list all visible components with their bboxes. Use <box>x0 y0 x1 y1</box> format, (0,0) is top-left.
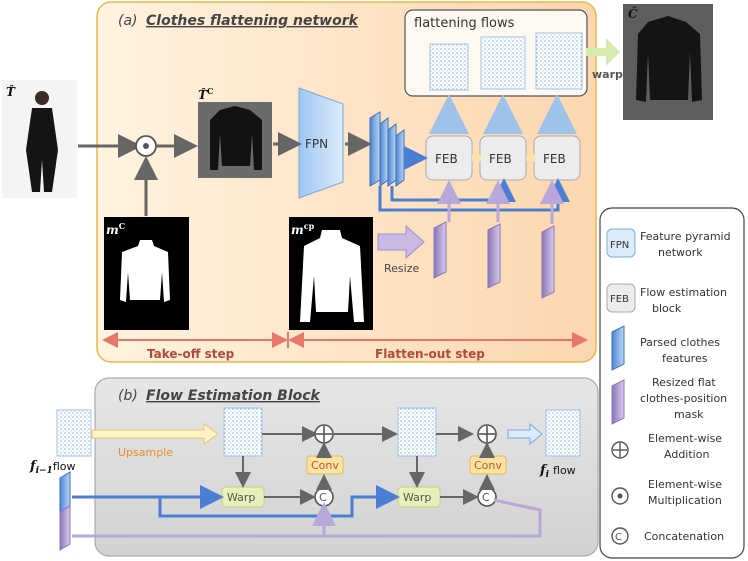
warp-label-1: Warp <box>227 491 255 504</box>
legend-mul-line1: Element-wise <box>648 478 722 491</box>
conv-label-1: Conv <box>311 459 339 472</box>
fpn-block <box>298 87 344 199</box>
flow-map-2 <box>480 36 526 90</box>
output-garment-shape <box>636 16 702 102</box>
input-mask-map <box>59 505 71 551</box>
feature-map-4 <box>395 129 405 187</box>
legend-concat-glyph: C <box>615 532 622 543</box>
legend-box <box>599 207 745 559</box>
legend-concat-icon <box>611 527 629 545</box>
arrow-mask-to-concat2 <box>72 498 542 538</box>
legend-feb-line2: block <box>652 302 682 315</box>
legend-mul-dot <box>617 493 623 499</box>
upsample-arrow <box>91 423 219 445</box>
mask-cp-shape <box>300 230 364 322</box>
output-label: Ĉ <box>628 5 638 21</box>
resized-mask-2 <box>487 223 501 289</box>
legend-parsed-line1: Parsed clothes <box>640 336 720 349</box>
legend-mask-line1: Resized flat <box>652 376 716 389</box>
legend-add-line2: Addition <box>664 448 709 461</box>
feature-map-2 <box>379 117 389 187</box>
concat-glyph-1: C <box>319 491 327 504</box>
legend-mul-line2: Multiplication <box>648 494 722 507</box>
fpn-label: FPN <box>305 137 328 151</box>
takeoff-garment-shape <box>210 106 262 170</box>
warp-label-2: Warp <box>403 491 431 504</box>
feb-link-2 <box>526 151 536 165</box>
legend-mask-icon <box>611 379 625 425</box>
legend-fpn-line1: Feature pyramid <box>640 230 731 243</box>
multiply-dot <box>143 143 149 149</box>
flattening-flows-title: flattening flows <box>414 16 515 31</box>
flow-map-3 <box>535 32 583 90</box>
upsample-label: Upsample <box>118 446 173 459</box>
mask-c-label: mC <box>106 221 125 237</box>
legend-fpn-badge-text: FPN <box>610 240 629 251</box>
feb-link-1 <box>472 151 482 165</box>
legend-parsed-line2: features <box>662 352 708 365</box>
legend-concat-line1: Concatenation <box>644 530 724 543</box>
legend-add-line1: Element-wise <box>648 432 722 445</box>
legend-mask-line2: clothes-position <box>640 392 727 405</box>
legend-feb-badge-text: FEB <box>610 294 629 305</box>
person-head <box>35 91 49 105</box>
resized-mask-3 <box>541 225 555 299</box>
feb-label-1: FEB <box>435 152 458 166</box>
panel-b-background <box>94 377 599 557</box>
flow-next-map <box>545 409 581 457</box>
panel-b-prefix: (b) <box>118 388 138 404</box>
feature-map-1 <box>369 111 381 187</box>
conv-label-2: Conv <box>474 459 502 472</box>
flow-upsampled-map <box>223 407 263 457</box>
output-flow-arrow <box>507 422 543 446</box>
takeoff-label: T̂C <box>198 86 213 102</box>
flow-mid-map <box>397 407 437 457</box>
flatten-step-label: Flatten-out step <box>375 347 485 361</box>
legend-feb-badge <box>606 283 636 313</box>
panel-b-title: Flow Estimation Block <box>146 388 322 404</box>
legend-mask-line3: mask <box>674 408 704 421</box>
resize-arrow <box>377 224 425 260</box>
legend-parsed-icon <box>611 325 625 371</box>
feature-map-3 <box>387 123 397 187</box>
warp-arrow <box>586 38 620 66</box>
mask-c-shape <box>120 240 170 302</box>
flow-map-1 <box>429 43 469 91</box>
resize-label: Resize <box>384 262 419 275</box>
input-label: T̂ <box>6 84 16 99</box>
arrow-feature-to-warp2 <box>158 485 400 518</box>
flow-prev-label: fi−1flow <box>29 459 75 476</box>
mask-cp-label: mcp <box>291 221 315 237</box>
takeoff-step-label: Take-off step <box>147 347 235 361</box>
legend-fpn-badge <box>606 228 636 258</box>
resized-mask-1 <box>433 221 447 279</box>
panel-a-prefix: (a) <box>118 13 138 29</box>
legend-fpn-line2: network <box>658 246 703 259</box>
feb-label-3: FEB <box>543 152 566 166</box>
concat-glyph-2: C <box>482 491 490 504</box>
warp-label: warp <box>592 68 623 81</box>
feb-label-2: FEB <box>489 152 512 166</box>
person-body <box>26 108 58 192</box>
legend-feb-line1: Flow estimation <box>640 286 727 299</box>
flow-prev-map <box>56 409 92 457</box>
panel-a-title: Clothes flattening network <box>146 13 360 29</box>
